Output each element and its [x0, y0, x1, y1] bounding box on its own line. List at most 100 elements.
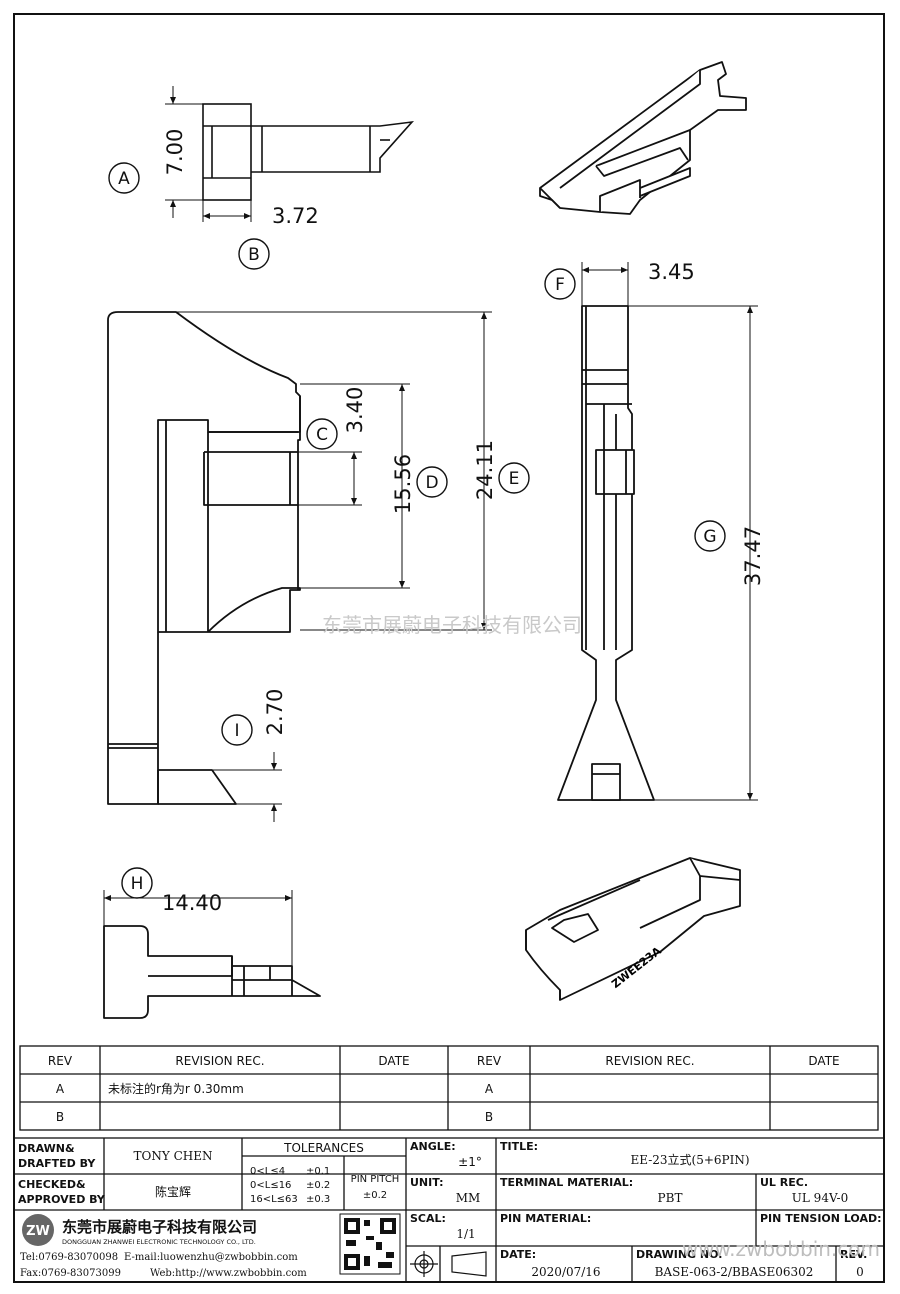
angle-value: ±1° — [458, 1155, 482, 1169]
pin-tension-label: PIN TENSION LOAD: — [760, 1212, 882, 1225]
dim-h-bubble — [121, 867, 153, 899]
dim-b-value: 3.72 — [272, 204, 319, 228]
company-name-en: DONGGUAN ZHANWEI ELECTRONIC TECHNOLOGY C… — [62, 1238, 256, 1246]
dim-i-lines — [212, 752, 282, 822]
rev-header-date: DATE — [378, 1054, 409, 1068]
terminal-material-label: TERMINAL MATERIAL: — [500, 1176, 633, 1189]
rev-header-date2: DATE — [808, 1054, 839, 1068]
title-label: TITLE: — [500, 1140, 538, 1153]
qr-code-icon — [339, 1213, 401, 1275]
rev-header-rev: REV — [48, 1054, 73, 1068]
dim-g-bubble — [694, 520, 726, 552]
tol-value-3: ±0.3 — [306, 1194, 330, 1205]
rev-row-a-rev2: A — [485, 1082, 494, 1096]
dim-c-lines — [298, 451, 362, 506]
dim-f-bubble — [544, 268, 576, 300]
view-front-main — [107, 311, 301, 805]
tol-value-1: ±0.1 — [306, 1166, 330, 1177]
tol-range-2: 0<L≤16 — [250, 1180, 291, 1191]
date-value: 2020/07/16 — [531, 1265, 600, 1279]
dim-f-label: F — [555, 275, 565, 295]
rev-row-b-rev: B — [56, 1110, 64, 1124]
drafted-label: DRAFTED BY — [18, 1157, 96, 1170]
date-label: DATE: — [500, 1248, 536, 1261]
dim-i-bubble — [221, 714, 253, 746]
view-side-small — [202, 103, 415, 201]
drawing-no-label: DRAWING NO. — [636, 1248, 722, 1261]
dim-h-value: 14.40 — [162, 891, 222, 915]
revision-table — [19, 1045, 879, 1131]
dim-f-lines — [581, 262, 629, 306]
dim-c-value: 3.40 — [343, 387, 367, 434]
view-iso-top — [539, 61, 747, 215]
dim-e-lines — [176, 311, 492, 631]
dim-c-label: C — [316, 425, 328, 445]
company-email: E-mail:luowenzhu@zwbobbin.com — [124, 1252, 298, 1263]
dim-a-label: A — [118, 169, 130, 189]
approved-by-value: 陈宝辉 — [155, 1184, 191, 1199]
dim-e-bubble — [498, 462, 530, 494]
company-web: Web:http://www.zwbobbin.com — [150, 1268, 307, 1279]
dim-d-label: D — [425, 473, 438, 493]
company-name-cn: 东莞市展蔚电子科技有限公司 — [62, 1218, 257, 1236]
dim-b-label: B — [248, 245, 260, 265]
ul-rec-value: UL 94V-0 — [792, 1191, 848, 1205]
watermark-url: www.zwbobbin.com — [682, 1237, 880, 1261]
dim-d-value: 15.56 — [391, 454, 415, 514]
dim-h-label: H — [131, 874, 144, 894]
dim-b-bubble — [238, 238, 270, 270]
company-fax: Fax:0769-83073099 — [20, 1268, 121, 1279]
drawn-by-value: TONY CHEN — [134, 1149, 213, 1163]
ul-rec-label: UL REC. — [760, 1176, 808, 1189]
watermark-company: 东莞市展蔚电子科技有限公司 — [322, 613, 582, 637]
dim-d-lines — [300, 383, 410, 589]
tol-range-3: 16<L≤63 — [250, 1194, 298, 1205]
view-bottom-side — [103, 925, 321, 1019]
rev-label: REV. — [840, 1248, 867, 1261]
view-iso-bottom — [525, 857, 741, 1001]
dim-f-value: 3.45 — [648, 260, 695, 284]
company-logo-icon: ZW — [22, 1214, 54, 1246]
title-block-grid — [13, 1137, 885, 1283]
dim-d-bubble — [416, 466, 448, 498]
pin-pitch-tol: ±0.2 — [363, 1190, 387, 1201]
dim-a-value: 7.00 — [163, 129, 187, 176]
scale-value: 1/1 — [456, 1227, 475, 1241]
dim-a-lines — [165, 86, 203, 218]
dim-e-value: 24.11 — [473, 440, 497, 500]
tolerances-label: TOLERANCES — [283, 1141, 364, 1155]
dim-g-value: 37.47 — [741, 526, 765, 586]
rev-value: 0 — [856, 1265, 864, 1279]
pin-material-label: PIN MATERIAL: — [500, 1212, 591, 1225]
dim-i-label: I — [234, 721, 239, 741]
dim-g-label: G — [703, 527, 716, 547]
dim-b-lines — [202, 200, 252, 222]
projection-symbol-icon — [410, 1251, 487, 1277]
dim-e-label: E — [509, 469, 520, 489]
dim-g-lines — [628, 305, 758, 801]
checked-label: CHECKED& — [18, 1178, 86, 1191]
rev-header-rev2: REV — [477, 1054, 502, 1068]
rev-row-a-rev: A — [56, 1082, 65, 1096]
drawing-no-value: BASE-063-2/BBASE06302 — [655, 1265, 814, 1279]
svg-text:ZW: ZW — [26, 1224, 50, 1239]
company-tel: Tel:0769-83070098 — [20, 1252, 118, 1263]
dim-c-bubble — [306, 418, 338, 450]
rev-row-a-rec: 未标注的r角为r 0.30mm — [108, 1081, 244, 1096]
scale-label: SCAL: — [410, 1212, 446, 1225]
terminal-material-value: PBT — [658, 1191, 683, 1205]
unit-value: MM — [456, 1191, 481, 1205]
drawn-label: DRAWN& — [18, 1142, 75, 1155]
pin-pitch-label: PIN PITCH — [351, 1174, 400, 1185]
rev-row-b-rev2: B — [485, 1110, 493, 1124]
angle-label: ANGLE: — [410, 1140, 456, 1153]
view-side-tall — [557, 305, 655, 801]
tol-value-2: ±0.2 — [306, 1180, 330, 1191]
unit-label: UNIT: — [410, 1176, 444, 1189]
rev-header-rec: REVISION REC. — [175, 1054, 264, 1068]
rev-header-rec2: REVISION REC. — [605, 1054, 694, 1068]
tol-range-1: 0<L≤4 — [250, 1166, 285, 1177]
approved-label: APPROVED BY — [18, 1193, 106, 1206]
dim-a-bubble — [108, 162, 140, 194]
